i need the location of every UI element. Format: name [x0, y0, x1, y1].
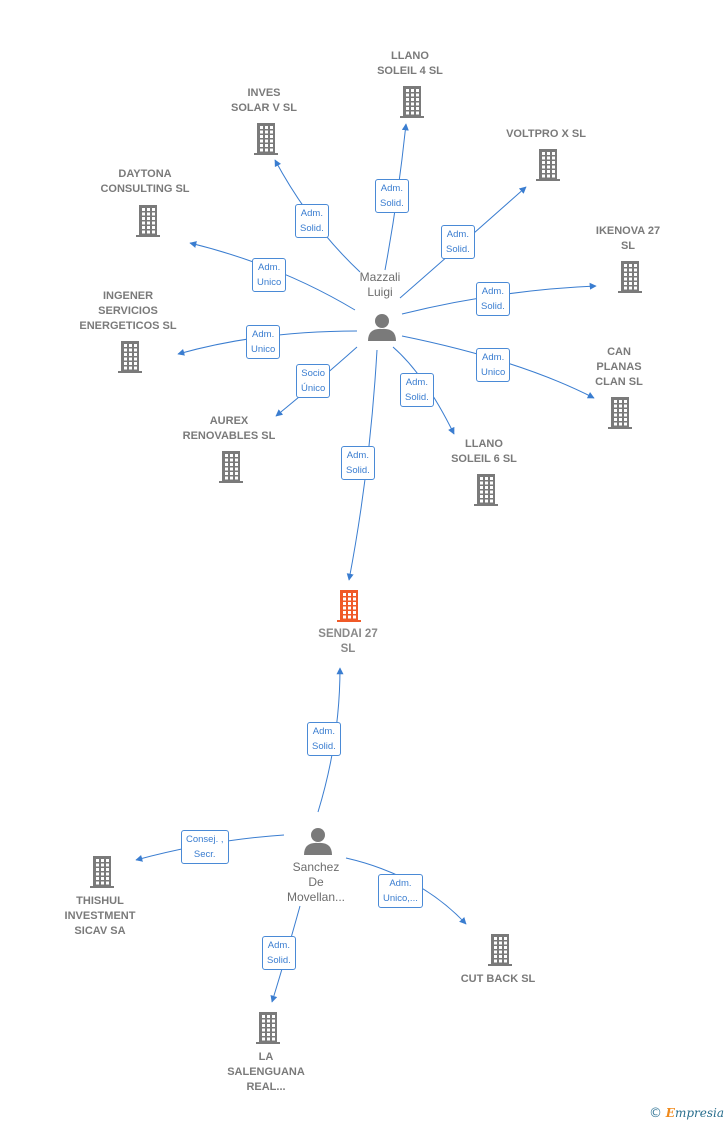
relation-mazzali-inves[interactable]: Adm.Solid.	[295, 204, 329, 238]
relation-mazzali-ikenova[interactable]: Adm.Solid.	[476, 282, 510, 316]
edges	[135, 123, 597, 1003]
building-icon-voltpro[interactable]	[536, 149, 560, 181]
building-icon-llano6[interactable]	[474, 474, 498, 506]
copyright-symbol: ©	[648, 1106, 662, 1121]
relation-sanchez-cutback[interactable]: Adm.Unico,...	[378, 874, 423, 908]
building-icon-sendai[interactable]	[337, 590, 361, 622]
icons	[90, 86, 642, 1044]
relation-mazzali-can[interactable]: Adm.Unico	[476, 348, 511, 382]
building-icon-thishul[interactable]	[90, 856, 114, 888]
empresia-logo[interactable]: © Empresia	[649, 1106, 724, 1121]
building-icon-daytona[interactable]	[136, 205, 160, 237]
building-icon-can[interactable]	[608, 397, 632, 429]
relation-sanchez-sendai[interactable]: Adm.Solid.	[307, 722, 341, 756]
relation-mazzali-ingener[interactable]: Adm.Unico	[246, 325, 281, 359]
relation-mazzali-llano4[interactable]: Adm.Solid.	[375, 179, 409, 213]
relation-sanchez-thishul[interactable]: Consej. ,Secr.	[181, 830, 229, 864]
building-icon-inves[interactable]	[254, 123, 278, 155]
person-icon-mazzali[interactable]	[368, 314, 396, 341]
node-cutback-label[interactable]: CUT BACK SL	[460, 973, 536, 985]
building-icon-salenguana[interactable]	[256, 1012, 280, 1044]
building-icon-llano4[interactable]	[400, 86, 424, 118]
building-icon-ikenova[interactable]	[618, 261, 642, 293]
brand-rest: mpresia	[674, 1106, 724, 1120]
building-icon-cutback[interactable]	[488, 934, 512, 966]
relation-sanchez-salenguana[interactable]: Adm.Solid.	[262, 936, 296, 970]
building-icon-ingener[interactable]	[118, 341, 142, 373]
relation-mazzali-llano6[interactable]: Adm.Solid.	[400, 373, 434, 407]
brand-initial: E	[665, 1106, 675, 1120]
node-voltpro-label[interactable]: VOLTPRO X SL	[506, 128, 586, 140]
relation-mazzali-voltpro[interactable]: Adm.Solid.	[441, 225, 475, 259]
building-icon-aurex[interactable]	[219, 451, 243, 483]
person-icon-sanchez[interactable]	[304, 828, 332, 855]
relation-mazzali-daytona[interactable]: Adm.Unico	[252, 258, 287, 292]
relation-mazzali-sendai[interactable]: Adm.Solid.	[341, 446, 375, 480]
